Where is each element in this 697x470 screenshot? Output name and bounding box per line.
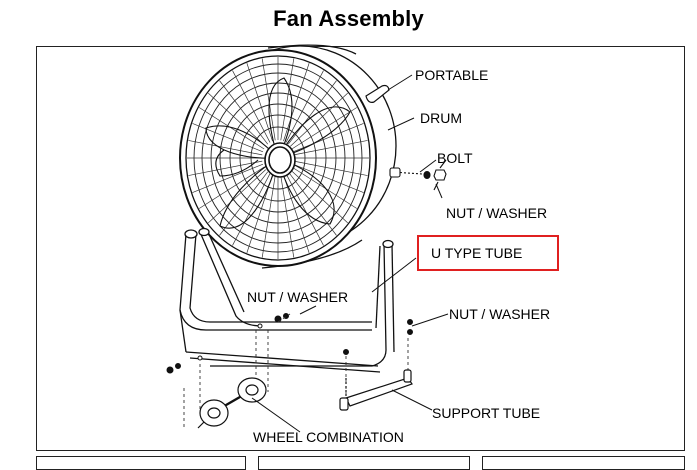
label-portable: PORTABLE [415,67,488,83]
fan-blades [205,77,351,229]
label-support-tube: SUPPORT TUBE [432,405,540,421]
page-title: Fan Assembly [273,6,424,31]
guard-spoke [199,166,265,209]
guard-spoke [232,70,271,143]
guard-spoke [292,123,364,153]
portable-handle [365,84,390,103]
guard-spoke [261,58,276,141]
label-u-type-tube: U TYPE TUBE [431,245,522,261]
bolt-hardware [389,159,447,191]
guard-spoke [261,175,276,258]
guard-spokes [187,57,369,259]
bottom-panel-left [36,456,246,470]
guard-spoke [283,174,310,254]
guard-spoke [246,62,273,142]
fan-drum [179,44,397,269]
guard-spoke [290,169,348,224]
guard-spoke [285,173,324,246]
guard-spoke [280,175,295,258]
label-nut-washer-stand: NUT / WASHER [449,306,550,322]
guard-spoke [232,173,271,246]
guard-spoke [188,140,263,156]
guard-spoke [199,107,265,150]
label-nut-washer-center: NUT / WASHER [247,289,348,305]
guard-spoke [288,171,337,236]
leader-lines [251,74,449,433]
u-type-tube-highlight [417,235,559,271]
guard-spoke [291,107,357,150]
guard-spoke [192,123,264,153]
label-bolt: BOLT [437,150,473,166]
guard-spoke [288,80,337,145]
guard-spoke [188,160,263,176]
stand-hardware [166,313,413,374]
guard-spoke [208,92,266,147]
bottom-panel-middle [258,456,470,470]
guard-spoke [291,166,357,209]
guard-spoke [293,160,368,176]
wheel-combination [197,377,267,429]
guard-spoke [283,62,310,142]
guard-spoke [293,140,368,156]
guard-spoke [292,163,364,193]
guard-spoke [192,163,264,193]
bottom-panel-right [482,456,685,470]
label-drum: DRUM [420,110,462,126]
label-wheel-combination: WHEEL COMBINATION [253,429,404,445]
guard-spoke [219,171,268,236]
diagram-frame [36,46,685,451]
label-nut-washer-right: NUT / WASHER [446,205,547,221]
guard-spoke [280,58,295,141]
guard-spoke [219,80,268,145]
guard-spoke [290,92,348,147]
support-tube [339,369,413,411]
fan-hub [264,142,296,178]
guard-spoke [285,70,324,143]
guard-spoke [208,169,266,224]
